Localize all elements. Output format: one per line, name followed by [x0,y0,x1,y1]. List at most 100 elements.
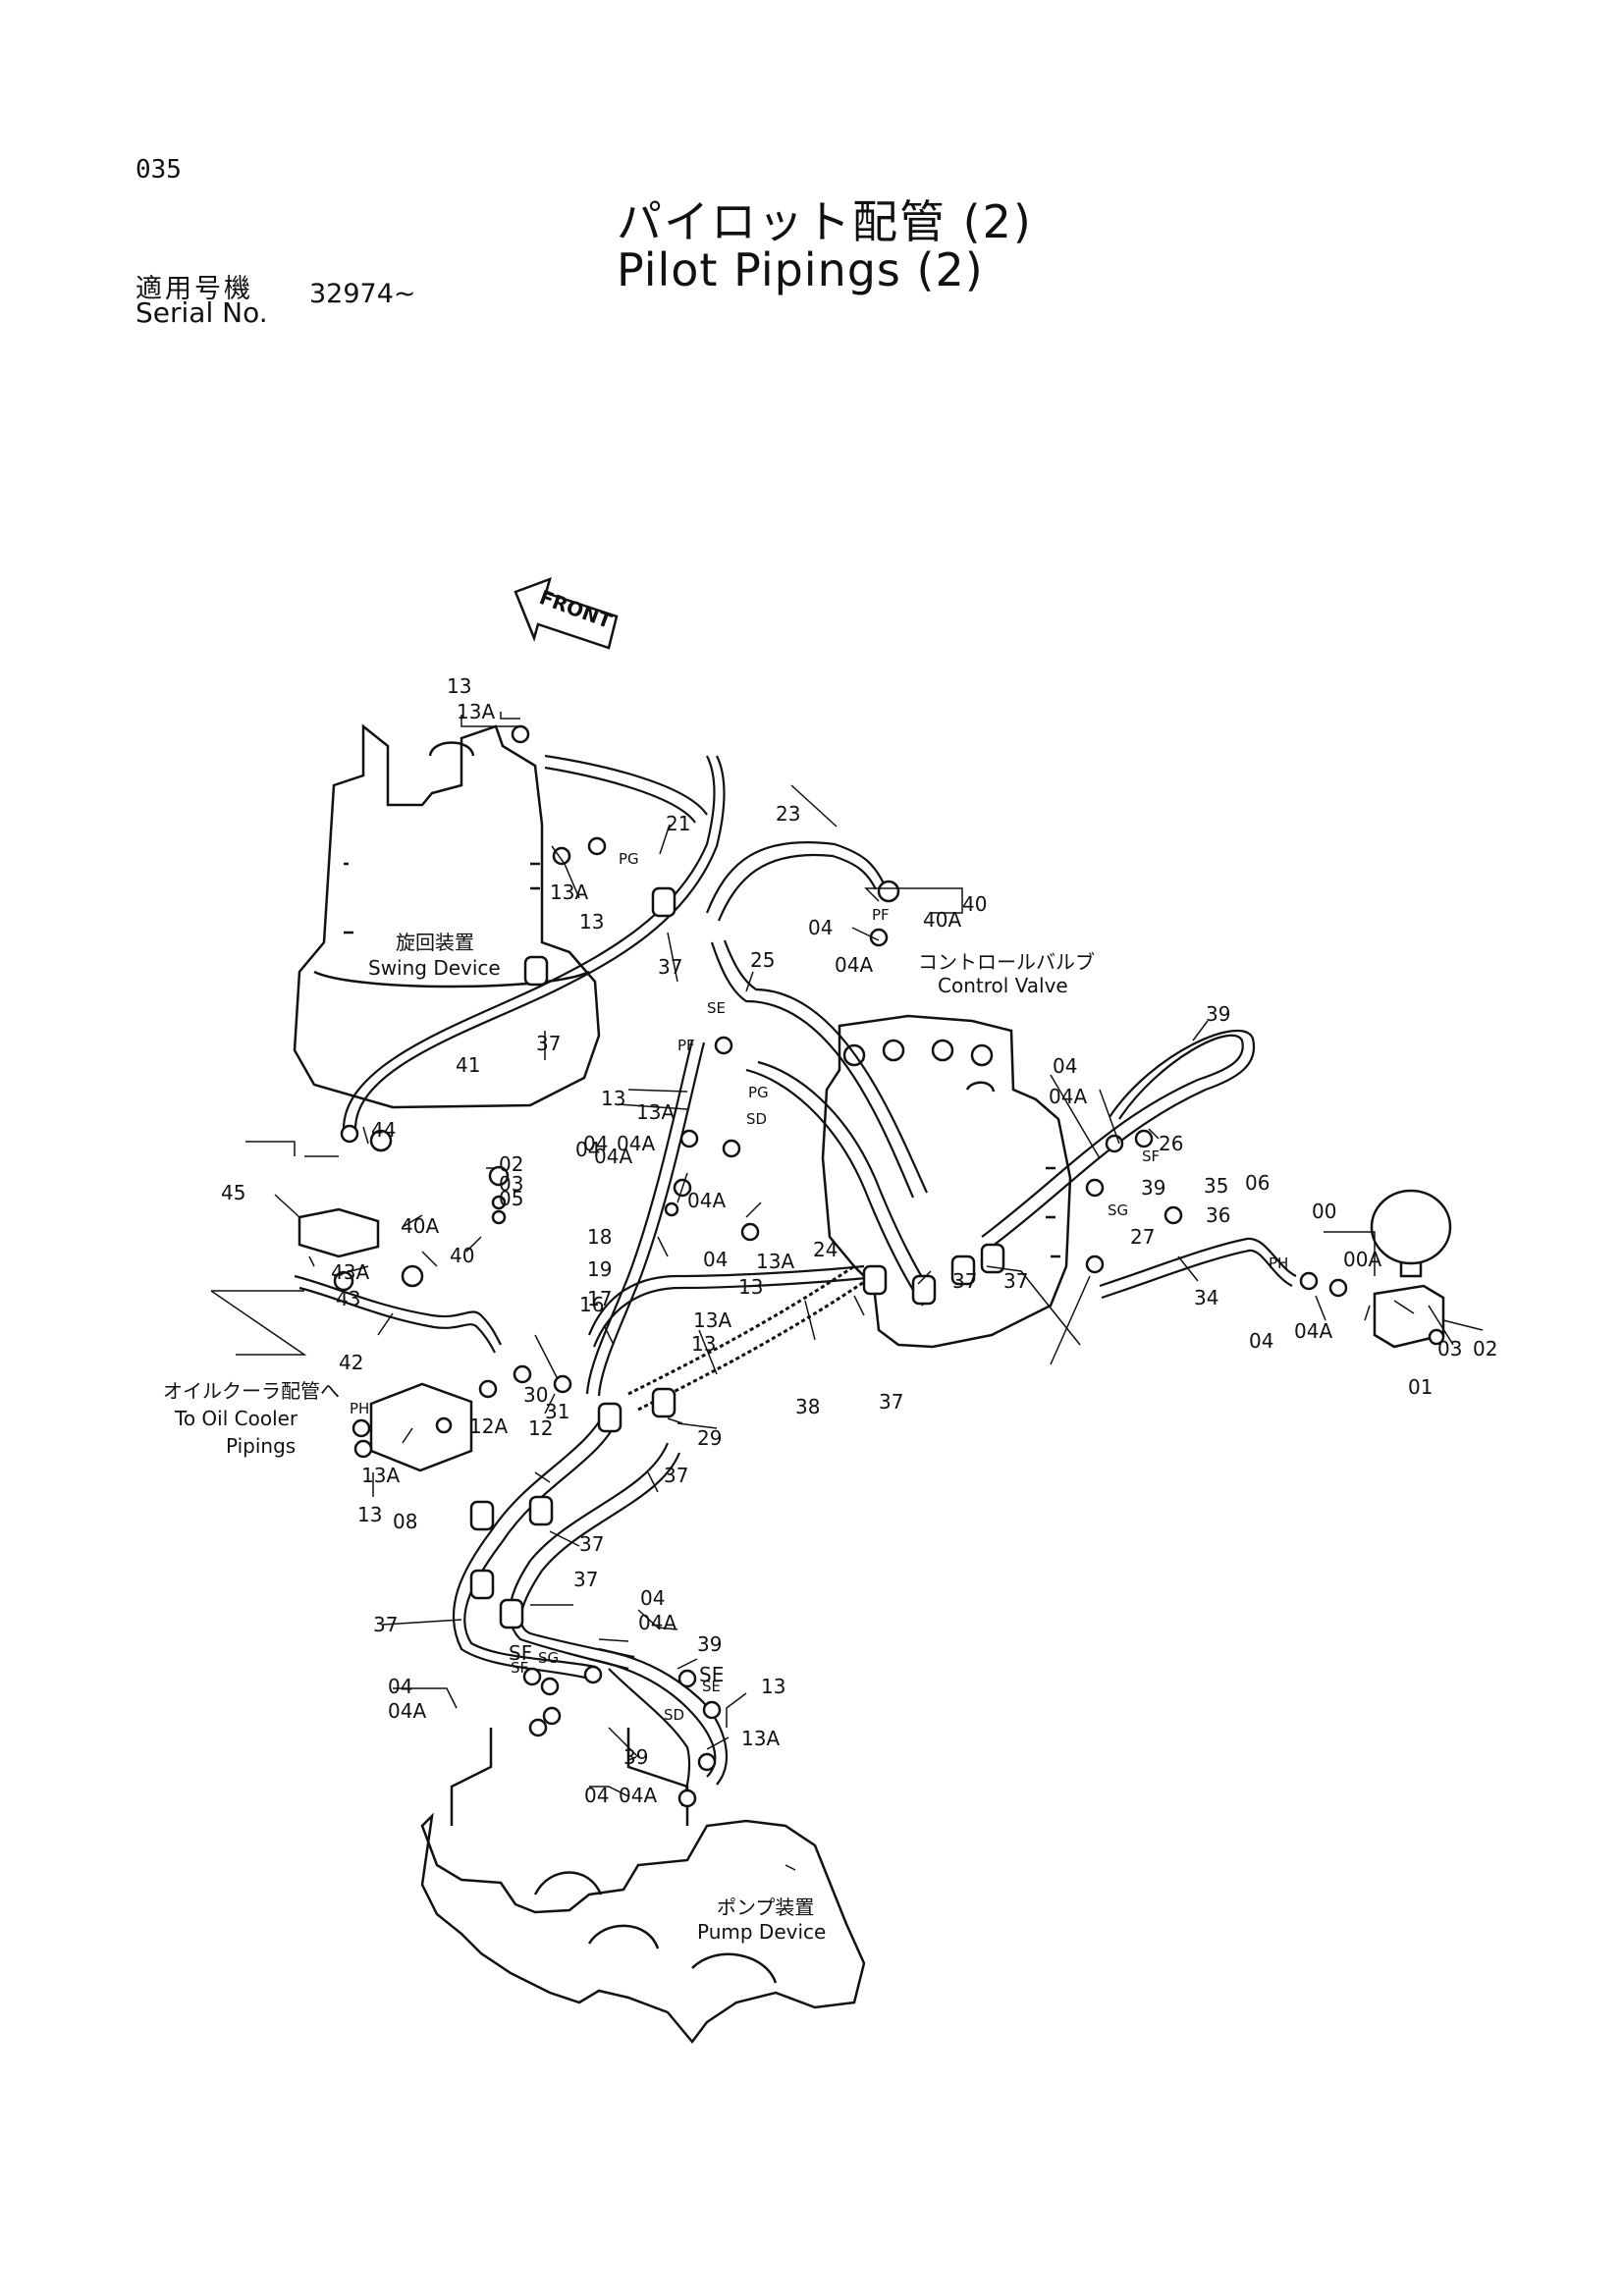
part-callout: 00A [1343,1248,1381,1271]
oil-cooler-label-jp: オイルクーラ配管へ [163,1379,340,1403]
part-callout: 37 [1003,1269,1028,1293]
part-callout: 35 [1204,1174,1228,1198]
part-callout: 02 [499,1152,523,1176]
front-arrow: FRONT [514,576,619,650]
port-label: SD [664,1706,684,1724]
pump-device-outline [420,1728,866,2045]
part-callout: 39 [1206,1002,1230,1026]
port-label: PF [872,906,890,924]
page-title-en: Pilot Pipings (2) [617,243,984,296]
port-label: SD [746,1110,767,1128]
port-label: SF [511,1659,528,1677]
part-callout: 29 [697,1426,722,1450]
part-callout: 26 [1159,1132,1183,1155]
part-callout: 30 [523,1383,548,1407]
part-callout: 05 [499,1187,523,1210]
part-callout: 18 [587,1225,612,1249]
part-callout: 04A [1294,1319,1332,1343]
part-callout: 04A [687,1189,726,1212]
part-callout: 13A [693,1308,731,1332]
part-callout: SF [509,1641,532,1665]
swing-device-label-en: Swing Device [368,956,501,980]
part-callout: 04 [808,916,833,939]
part-callout: 43 [336,1287,360,1310]
part-callout: 04A [617,1132,655,1155]
part-callout: 03 [1437,1337,1462,1361]
leader-lines [210,712,1484,1871]
part-callout: 31 [545,1400,569,1423]
part-callout: 04 [584,1784,609,1807]
part-callout: 02 [1473,1337,1497,1361]
page-title-jp: パイロット配管 (2) [617,195,1033,248]
part-callout: 13A [457,700,495,723]
hose-lines [294,754,1297,1807]
part-callout: 19 [587,1257,612,1281]
part-callout: 04A [1049,1085,1087,1108]
part-callout: 04 [575,1138,600,1161]
part-callout: 04 [1249,1329,1273,1353]
part-callout: 23 [776,802,800,826]
component-labels: 旋回装置 Swing Device コントロールバルブ Control Valv… [163,931,1095,1944]
part-callout: 13 [761,1675,785,1698]
part-callout: 37 [664,1464,688,1487]
port-label: SG [538,1649,559,1667]
part-callout: 37 [373,1613,398,1636]
fittings [333,724,1445,1808]
part-callout: 17 [587,1287,612,1310]
part-callout: 45 [221,1181,245,1204]
part-callout: 13 [738,1275,763,1299]
part-callout: 13 [601,1087,625,1110]
pump-device-label-en: Pump Device [697,1920,826,1944]
part-callout: 13A [361,1464,400,1487]
serial-value: 32974~ [309,279,416,309]
part-callout: 04 [703,1248,728,1271]
part-callout: 40 [450,1244,474,1267]
part-callout: 04 [1053,1054,1077,1078]
part-callout: 42 [339,1351,363,1374]
part-callout: 04 [583,1132,608,1155]
part-callout: 25 [750,948,775,972]
serial-label-jp: 適用号機 [135,274,253,304]
part-callout: 13A [636,1100,675,1124]
part-callout: 36 [1206,1203,1230,1227]
part-callout: 43A [331,1260,369,1284]
part-callout: 13 [579,910,604,934]
part-callout: 12 [528,1416,553,1440]
part-callout: 12A [469,1415,508,1438]
part-callout: 13 [357,1503,382,1526]
serial-label-en: Serial No. [135,296,268,329]
part-callout: 13A [756,1250,794,1273]
part-callout: 37 [536,1032,561,1055]
port-label: PG [748,1084,769,1101]
part-callout: 27 [1130,1225,1155,1249]
oil-cooler-label-en-1: To Oil Cooler [174,1407,298,1430]
part-callout: 40A [401,1214,439,1238]
part-callout: 13A [550,881,588,904]
part-callout: 21 [666,812,690,835]
port-label: SG [1108,1201,1128,1219]
part-callout: 03 [499,1172,523,1196]
part-callout: 16 [579,1293,604,1316]
part-callout: 04A [619,1784,657,1807]
swing-device-outline [293,723,601,1109]
part-callout: 13 [447,674,471,698]
part-callout: 04A [835,953,873,977]
part-callout: 04 [388,1675,412,1698]
port-label: PH [350,1400,369,1417]
part-callout: 38 [795,1395,820,1418]
page-number: 035 [135,155,182,185]
part-callout: 06 [1245,1171,1270,1195]
part-callout: 37 [573,1568,598,1591]
part-callout: 04A [594,1145,632,1168]
control-valve-label-en: Control Valve [938,974,1068,997]
part-callout: 41 [456,1053,480,1077]
part-callout: 40A [923,908,961,932]
part-callout: 37 [658,955,682,979]
part-callout: 13A [741,1727,780,1750]
part-callout: 37 [579,1532,604,1556]
part-callout: 39 [623,1745,648,1769]
control-valve-label-jp: コントロールバルブ [918,950,1095,974]
